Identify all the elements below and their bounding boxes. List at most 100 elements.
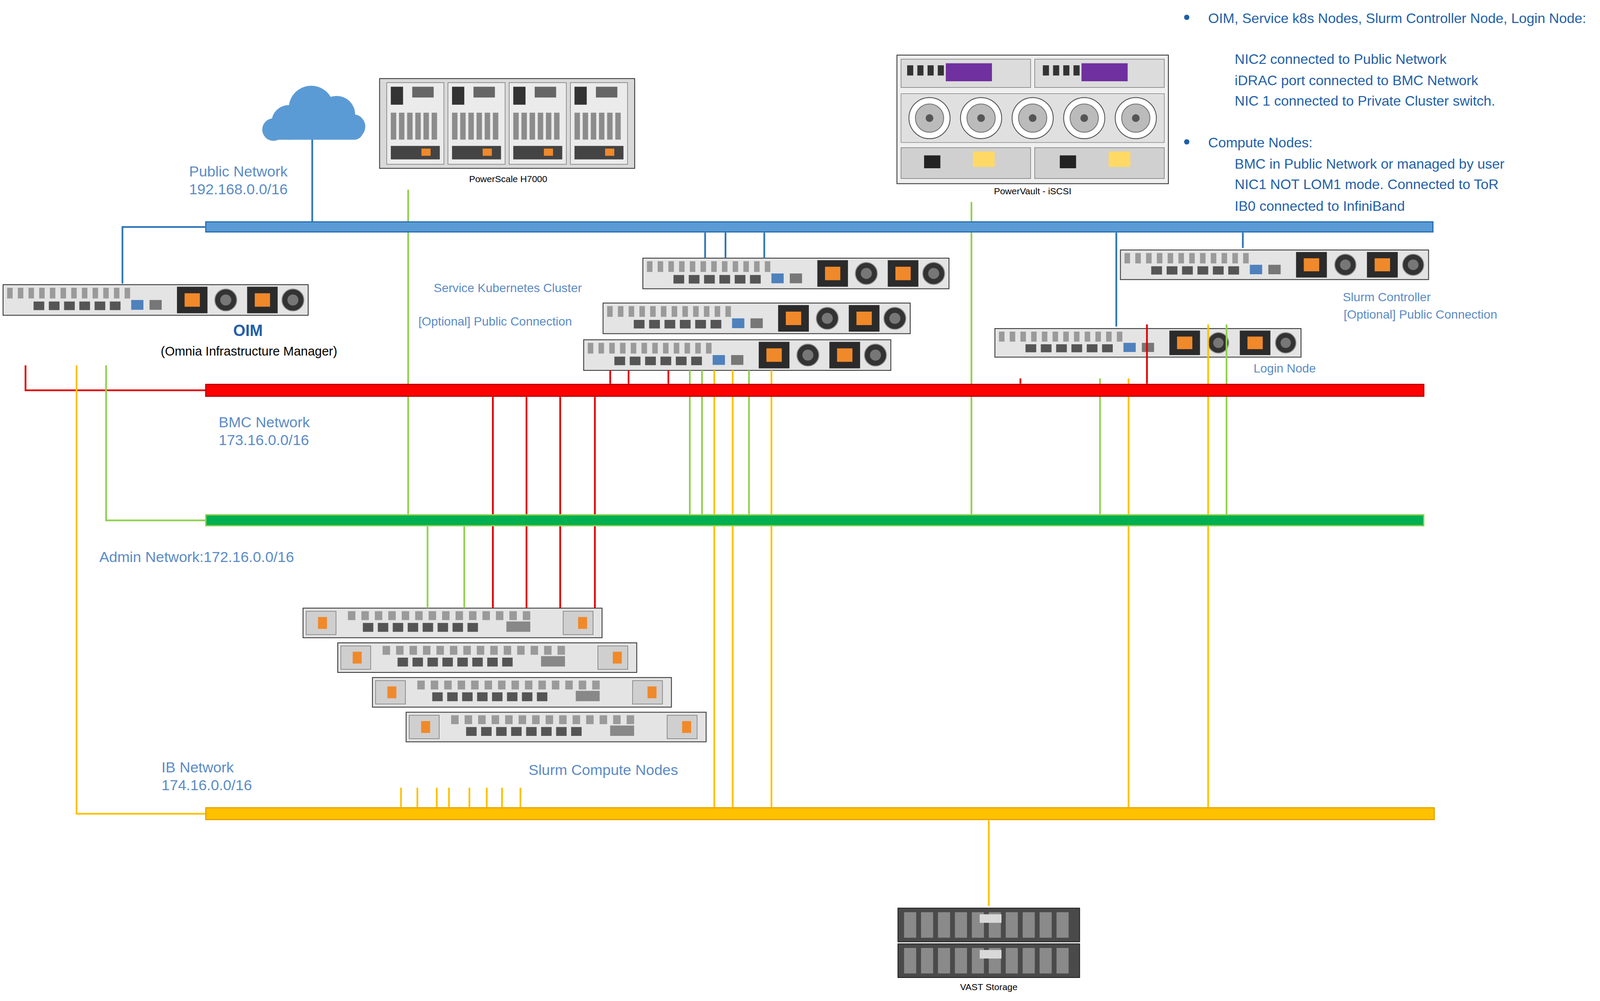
server-detail xyxy=(650,306,656,317)
server-detail xyxy=(904,948,917,974)
server-detail xyxy=(509,611,517,620)
server-detail xyxy=(481,727,492,736)
server-detail xyxy=(652,342,659,354)
server-detail xyxy=(689,261,696,273)
network-cable xyxy=(987,820,990,906)
fan xyxy=(1131,114,1140,123)
server-detail xyxy=(1005,912,1018,939)
server-detail xyxy=(482,611,490,620)
server-detail xyxy=(574,86,587,105)
server-detail xyxy=(703,306,710,317)
server-detail xyxy=(554,112,560,140)
server-detail xyxy=(361,611,369,620)
server-detail xyxy=(498,680,506,690)
server-detail xyxy=(837,348,853,362)
server-detail xyxy=(462,692,473,702)
server-detail xyxy=(1095,331,1102,342)
server-detail xyxy=(490,645,498,655)
server-detail xyxy=(17,287,24,299)
network-cable xyxy=(492,396,494,609)
server-detail xyxy=(704,275,716,284)
server-detail xyxy=(1086,344,1098,353)
server-detail xyxy=(421,721,431,733)
server-detail xyxy=(1005,948,1018,974)
server-detail xyxy=(1212,266,1224,275)
server-detail xyxy=(1074,331,1080,342)
server-detail xyxy=(578,680,586,690)
server-detail xyxy=(447,692,458,702)
compute-server xyxy=(405,712,706,742)
network-label: Admin Network:172.16.0.0/16 xyxy=(99,548,294,566)
server-detail xyxy=(518,715,526,725)
server-detail xyxy=(695,342,702,354)
server-detail xyxy=(545,112,552,140)
server-detail xyxy=(513,112,519,140)
bmc-network-band: BMC Network 173.16.0.0/16 xyxy=(205,383,1425,398)
server-detail xyxy=(92,287,99,299)
vast-storage: VAST Storage xyxy=(895,906,1082,998)
fan xyxy=(977,114,985,123)
server-detail xyxy=(375,680,406,705)
network-cable xyxy=(1099,378,1102,515)
rack-server xyxy=(3,284,309,316)
network-cable xyxy=(463,526,466,609)
server-detail xyxy=(513,146,563,160)
server-detail xyxy=(468,112,475,140)
network-cable xyxy=(122,226,206,284)
powervault-chassis xyxy=(897,55,1169,184)
server-detail xyxy=(537,112,544,140)
server-detail xyxy=(472,657,483,667)
server-detail xyxy=(407,112,413,140)
network-cable xyxy=(1019,378,1022,384)
server-detail xyxy=(743,261,749,273)
server-detail xyxy=(1071,344,1083,353)
node-caption: PowerVault - iSCSI xyxy=(994,185,1072,197)
server-detail xyxy=(598,112,605,140)
server-detail xyxy=(48,301,60,311)
node-caption: VAST Storage xyxy=(960,981,1018,993)
fan xyxy=(889,312,901,324)
server-detail xyxy=(81,287,88,299)
server-detail xyxy=(660,356,672,366)
server-detail xyxy=(511,680,519,690)
server-detail xyxy=(452,86,465,105)
fan xyxy=(1340,259,1351,271)
server-detail xyxy=(1052,331,1059,342)
server-detail xyxy=(681,721,692,733)
node-caption: OIM xyxy=(232,321,263,340)
fan xyxy=(1275,332,1296,353)
server-detail xyxy=(1084,331,1091,342)
rack-server xyxy=(994,328,1301,358)
fan xyxy=(1407,259,1419,271)
server-detail xyxy=(1247,336,1263,350)
server-detail xyxy=(1197,266,1209,275)
server-detail xyxy=(587,342,594,354)
network-cable xyxy=(609,370,612,384)
server-detail xyxy=(667,715,698,739)
server-detail xyxy=(492,112,499,140)
rack-server xyxy=(583,339,892,371)
server-detail xyxy=(679,319,691,329)
node-caption: [Optional] Public Connection xyxy=(1343,307,1497,323)
server-detail xyxy=(998,331,1005,342)
server-detail xyxy=(592,680,600,690)
server-detail xyxy=(431,112,438,140)
server-detail xyxy=(1041,331,1048,342)
server-detail xyxy=(605,148,615,157)
server-detail xyxy=(632,680,663,705)
server-detail xyxy=(565,680,573,690)
rack-server xyxy=(1120,249,1429,280)
server-detail xyxy=(734,275,746,284)
server-detail xyxy=(409,645,417,655)
server-detail xyxy=(538,680,546,690)
server-detail xyxy=(1073,65,1080,76)
server-detail xyxy=(979,914,1002,923)
network-label: Public Network 192.168.0.0/16 xyxy=(189,162,298,199)
server-detail xyxy=(94,301,106,311)
note-text: OIM, Service k8s Nodes, Slurm Controller… xyxy=(1208,8,1591,29)
server-detail xyxy=(771,273,784,284)
server-detail xyxy=(555,727,567,736)
network-cable xyxy=(448,787,450,808)
fan xyxy=(1080,114,1089,123)
server-detail xyxy=(465,727,477,736)
